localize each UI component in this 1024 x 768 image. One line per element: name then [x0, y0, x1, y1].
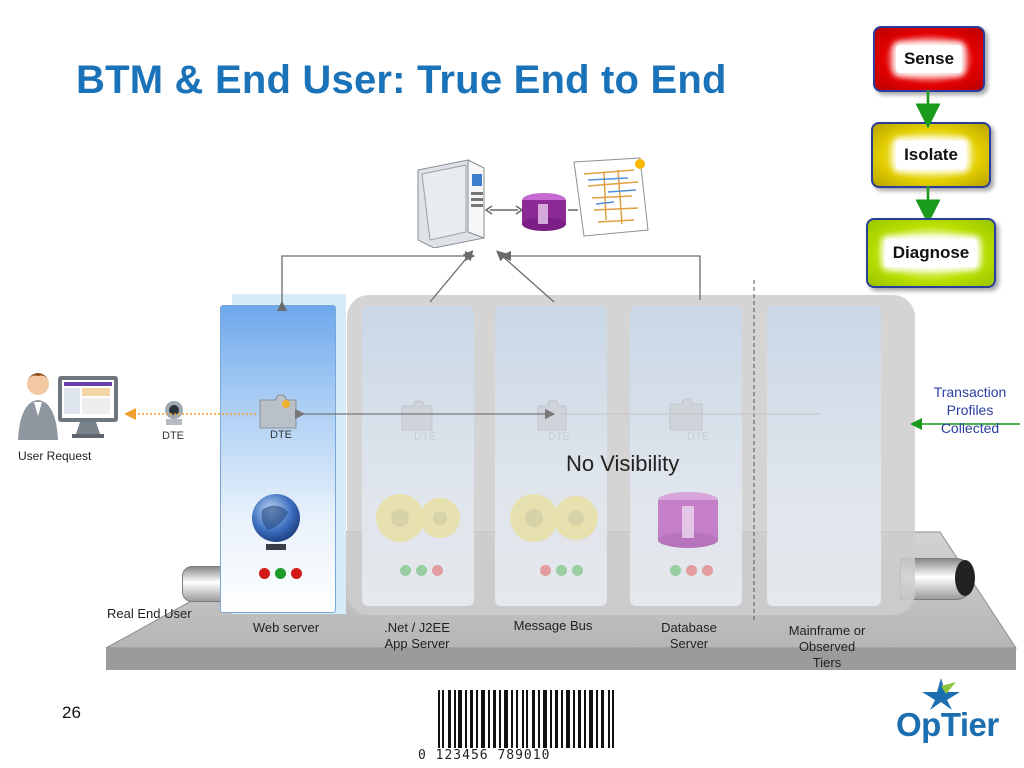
tp-line2: Profiles — [946, 402, 994, 418]
isolate-step-box: Isolate — [871, 122, 991, 188]
web-status-red-2 — [291, 568, 302, 579]
web-status-green — [275, 568, 286, 579]
real-end-user-label: Real End User — [107, 606, 192, 621]
web-dte-puzzle-icon — [259, 394, 297, 429]
db-cylinder-icon — [658, 492, 718, 548]
db-dte-label: DTE — [687, 431, 709, 443]
user-icon — [18, 373, 58, 440]
optier-logo: OpTier — [896, 706, 999, 743]
app-status-lights — [400, 563, 448, 581]
database-server-label: Database Server — [630, 620, 748, 652]
slide-number: 26 — [62, 703, 81, 722]
msg-status-lights — [540, 563, 588, 581]
barcode-icon — [438, 690, 614, 756]
monitor-icon — [58, 376, 118, 438]
dashed-divider — [753, 280, 755, 620]
pipe-right-end — [955, 560, 975, 596]
web-status-red — [259, 568, 270, 579]
mf-label-line3: Tiers — [812, 655, 842, 670]
transaction-path — [124, 408, 1020, 430]
user-dte-label: DTE — [162, 430, 184, 442]
mf-label-line2: Observed — [798, 639, 856, 654]
msg-gears-icon — [510, 494, 598, 542]
mainframe-column — [767, 306, 881, 606]
no-visibility-label: No Visibility — [566, 451, 680, 476]
db-label-line1: Database — [661, 620, 717, 635]
web-server-column — [220, 305, 336, 613]
tp-line3: Collected — [940, 420, 1000, 436]
mainframe-label: Mainframe or Observed Tiers — [762, 623, 892, 671]
msg-dte-label: DTE — [548, 431, 570, 443]
sense-step-box: Sense — [873, 26, 985, 92]
app-label-line2: App Server — [384, 636, 450, 651]
app-label-line1: .Net / J2EE — [384, 620, 450, 635]
database-server-column — [630, 306, 742, 606]
web-server-label: Web server — [252, 620, 320, 635]
message-bus-label: Message Bus — [513, 618, 593, 633]
web-dte-label: DTE — [270, 429, 292, 441]
mf-label-line1: Mainframe or — [788, 623, 866, 638]
app-dte-label: DTE — [414, 431, 436, 443]
central-server-group — [417, 157, 649, 248]
app-server-label: .Net / J2EE App Server — [358, 620, 476, 652]
user-request-label: User Request — [18, 449, 92, 463]
app-server-column — [362, 306, 474, 606]
diagnose-label: Diagnose — [884, 239, 978, 267]
globe-icon — [252, 494, 300, 550]
tp-line1: Transaction — [933, 384, 1007, 400]
tier-to-server-arrows — [276, 250, 701, 312]
message-bus-column — [495, 306, 607, 606]
db-label-line2: Server — [669, 636, 709, 651]
transaction-map-icon — [573, 157, 649, 237]
diagnose-step-box: Diagnose — [866, 218, 996, 288]
transaction-profiles-label: Transaction Profiles Collected — [918, 383, 1022, 437]
barcode-digits: 0 123456 789010 — [418, 748, 638, 763]
sense-label: Sense — [895, 45, 963, 73]
slide-title: BTM & End User: True End to End — [76, 58, 727, 102]
isolate-label: Isolate — [896, 141, 966, 169]
optier-star-icon — [922, 678, 960, 710]
web-status-lights — [259, 566, 307, 584]
app-gears-icon — [376, 494, 460, 542]
db-status-lights — [670, 563, 718, 581]
step-arrows — [915, 90, 941, 218]
database-icon — [522, 193, 566, 231]
central-server-icon — [417, 159, 485, 248]
